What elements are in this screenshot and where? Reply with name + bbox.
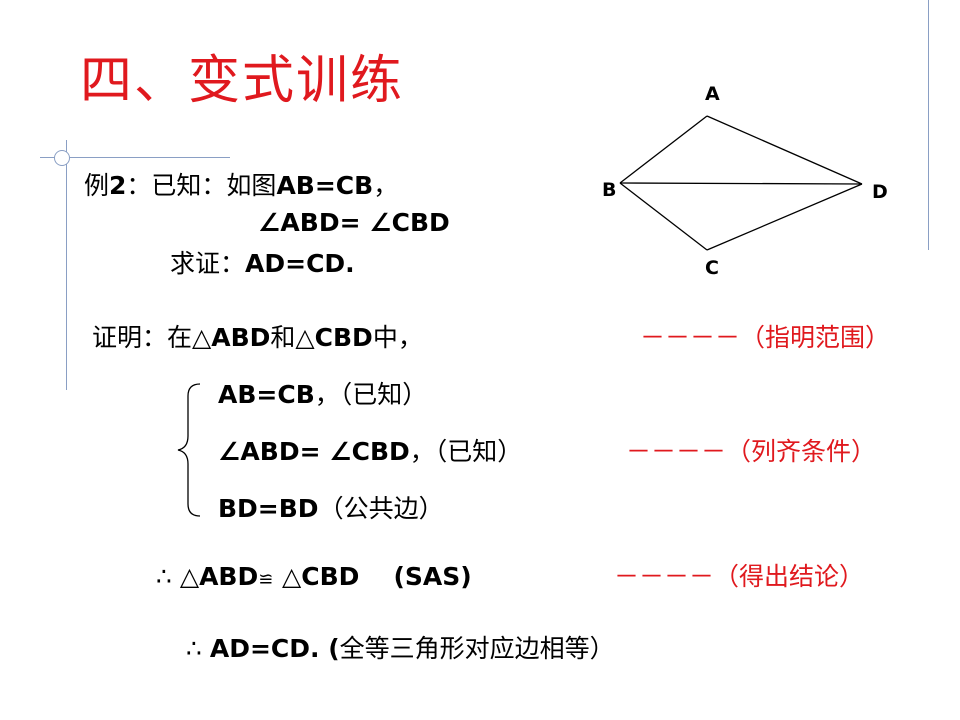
proof-triangle-1: △ABD: [192, 323, 271, 352]
final-equation: AD=CD. (: [209, 634, 340, 663]
curly-brace: [177, 383, 201, 517]
segment-bc: [619, 182, 708, 251]
condition-2-equation: ∠ABD= ∠CBD: [218, 437, 410, 466]
proof-intro-line: 证明：在△ABD和△CBD中，: [92, 323, 423, 353]
segment-ba: [619, 115, 708, 184]
condition-1-equation: AB=CB: [218, 380, 315, 409]
example-label-prefix: 例: [84, 171, 110, 200]
condition-1-reason: ，（已知）: [314, 380, 428, 409]
conclusion-line: ∴ △ABD≌ △CBD (SAS): [156, 562, 472, 595]
example-number: 2: [109, 171, 127, 200]
proof-triangle-2: △CBD: [295, 323, 373, 352]
given-equation: AB=CB: [276, 171, 374, 200]
decorative-line-vertical: [66, 140, 67, 390]
point-label-d: D: [872, 181, 888, 203]
decorative-line-right: [928, 0, 929, 250]
segment-cd: [706, 183, 863, 251]
prove-equation: AD=CD.: [245, 249, 355, 278]
note-draw-conclusion: －－－－（得出结论）: [614, 562, 865, 591]
therefore-symbol: ∴: [156, 562, 180, 591]
given-angle-equation: ∠ABD= ∠CBD: [258, 208, 450, 237]
conclusion-triangle-2: △CBD: [273, 562, 360, 591]
decorative-circle: [54, 150, 70, 166]
condition-2-reason: ，（已知）: [409, 437, 523, 466]
conclusion-rule: (SAS): [393, 562, 472, 591]
condition-line-2: ∠ABD= ∠CBD，（已知）: [218, 437, 522, 467]
point-label-a: A: [705, 83, 720, 105]
condition-line-1: AB=CB，（已知）: [218, 380, 427, 410]
page-title: 四、变式训练: [80, 51, 405, 111]
segment-ad: [706, 115, 863, 185]
condition-3-reason: （公共边）: [318, 494, 444, 523]
condition-3-equation: BD=BD: [218, 494, 319, 523]
proof-intro-suffix: 中，: [372, 323, 423, 352]
segment-bd: [619, 182, 863, 185]
proof-intro-prefix: 证明：在: [92, 323, 193, 352]
prove-label: 求证：: [170, 249, 246, 278]
condition-line-3: BD=BD（公共边）: [218, 494, 444, 524]
congruent-symbol: ≌: [258, 569, 274, 590]
final-reason: 全等三角形对应边相等）: [339, 634, 615, 663]
decorative-line-horizontal: [40, 157, 230, 158]
kite-figure: A B C D: [602, 83, 888, 279]
point-label-c: C: [705, 257, 719, 279]
example-given-line: 例2：已知：如图AB=CB，: [84, 171, 398, 201]
note-list-conditions: －－－－（列齐条件）: [626, 437, 877, 466]
given-prefix: ：已知：如图: [126, 171, 277, 200]
final-therefore-symbol: ∴: [186, 634, 210, 663]
note-indicate-scope: －－－－（指明范围）: [640, 323, 891, 352]
proof-and: 和: [270, 323, 296, 352]
conclusion-triangle-1: △ABD: [179, 562, 259, 591]
prove-line: 求证：AD=CD.: [170, 249, 355, 279]
point-label-b: B: [602, 179, 616, 201]
final-line: ∴ AD=CD. (全等三角形对应边相等）: [186, 634, 615, 664]
given-comma: ，: [373, 171, 399, 200]
